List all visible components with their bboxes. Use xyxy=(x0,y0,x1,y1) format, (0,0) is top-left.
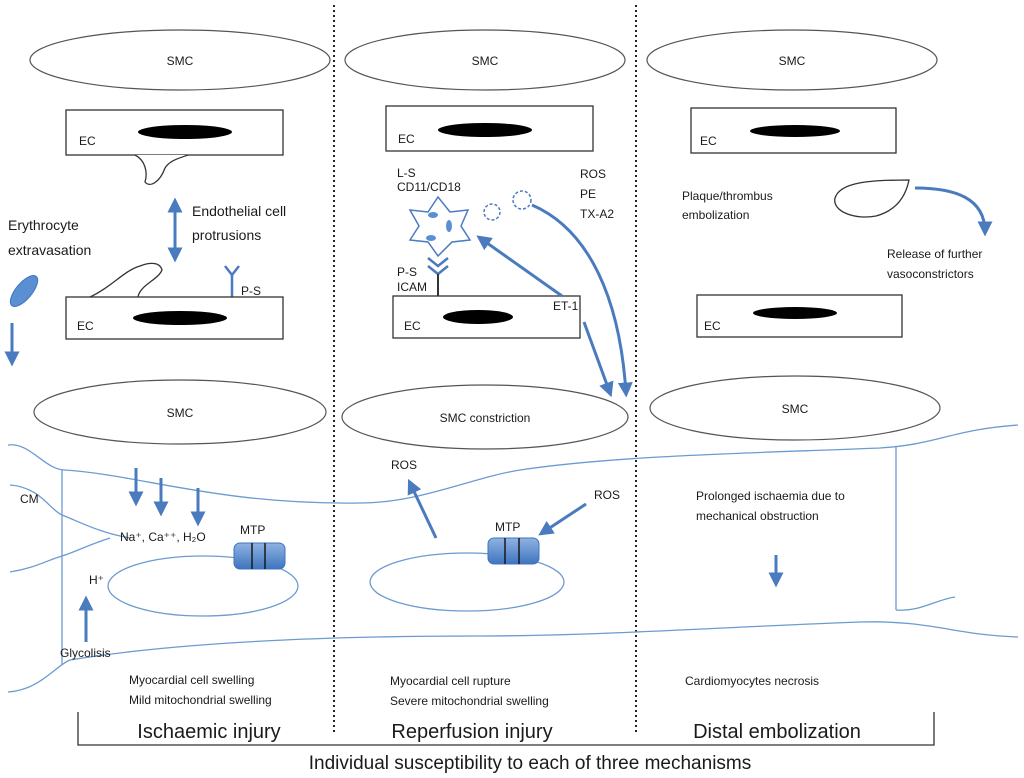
mtp-label-ischaemic: MTP xyxy=(240,523,265,537)
ps-label-reperfusion: P-S xyxy=(397,265,417,279)
prolonged-label-1: Prolonged ischaemia due to xyxy=(696,489,845,503)
cm-label: CM xyxy=(20,492,39,506)
p-selectin-icon xyxy=(224,265,240,278)
ec-top-distal-label: EC xyxy=(700,134,717,148)
reperfusion-effect-1: Myocardial cell rupture xyxy=(390,674,511,688)
ec-top-reperfusion-nucleus xyxy=(438,123,532,137)
ec-top-distal-nucleus xyxy=(750,125,840,137)
smc-top-ischaemic xyxy=(29,29,331,91)
smc-top-reperfusion-label: SMC xyxy=(472,54,499,68)
smc-bottom-distal-label: SMC xyxy=(782,402,809,416)
mtp-label-reperfusion: MTP xyxy=(495,520,520,534)
ps-label-ischaemic: P-S xyxy=(241,284,261,298)
selectin-receptor-icon xyxy=(427,257,449,276)
ec-bottom-ischaemic-label: EC xyxy=(77,319,94,333)
icam-label: ICAM xyxy=(397,280,427,294)
smc-top-ischaemic-label: SMC xyxy=(167,54,194,68)
distal-effect: Cardiomyocytes necrosis xyxy=(685,674,819,688)
ros-right-label: ROS xyxy=(594,488,620,502)
erythrocyte-label-1: Erythrocyte xyxy=(8,217,79,233)
ros-burst-icon-2 xyxy=(512,190,532,210)
erythrocyte-shape xyxy=(9,275,39,307)
mtp-channel-reperfusion xyxy=(487,537,540,565)
smc-top-distal xyxy=(646,29,938,91)
distal-footer: Distal embolization xyxy=(693,721,861,743)
ec-bottom-reperfusion-label: EC xyxy=(404,319,421,333)
mtp-channel-ischaemic xyxy=(233,542,286,570)
cardiomyocyte-membrane xyxy=(7,424,1019,693)
ischaemic-effect-2: Mild mitochondrial swelling xyxy=(129,693,272,707)
erythrocyte-label-2: extravasation xyxy=(8,242,91,258)
leukocyte-icon xyxy=(408,195,472,258)
smc-bottom-distal xyxy=(649,375,941,441)
smc-constriction-label: SMC constriction xyxy=(440,411,531,425)
h-plus-label: H⁺ xyxy=(89,573,104,587)
et1-label: ET-1 xyxy=(553,299,579,313)
txa2-label: TX-A2 xyxy=(580,207,614,221)
endothelial-protrusion-bottom xyxy=(89,262,163,298)
ec-bottom-reperfusion-nucleus xyxy=(443,310,513,324)
smc-bottom-ischaemic-label: SMC xyxy=(167,406,194,420)
ros-burst-icon-1 xyxy=(483,203,501,221)
plaque-label-2: embolization xyxy=(682,208,749,222)
smc-constriction xyxy=(341,384,629,450)
ls-label: L-S xyxy=(397,166,416,180)
release-label-2: vasoconstrictors xyxy=(887,267,974,281)
ischaemic-footer: Ischaemic injury xyxy=(137,721,280,743)
mitochondrion-reperfusion xyxy=(369,552,565,612)
release-arrow xyxy=(914,186,993,237)
ischaemic-effect-1: Myocardial cell swelling xyxy=(129,673,254,687)
embolus-shape xyxy=(834,179,910,218)
ec-bottom-distal-label: EC xyxy=(704,319,721,333)
smc-bottom-ischaemic xyxy=(33,379,327,445)
protrusions-label-1: Endothelial cell xyxy=(192,203,286,219)
ros-in-arrow xyxy=(538,502,587,536)
glycolysis-label: Glycolisis xyxy=(60,646,111,660)
et1-to-leukocyte-arrow xyxy=(476,235,563,298)
ros-left-label: ROS xyxy=(391,458,417,472)
cd-label: CD11/CD18 xyxy=(397,180,461,194)
et1-to-smc-arrow xyxy=(582,321,614,398)
reperfusion-effect-2: Severe mitochondrial swelling xyxy=(390,694,549,708)
ros-to-smc-arrow xyxy=(531,203,633,398)
plaque-label-1: Plaque/thrombus xyxy=(682,189,773,203)
mitochondrion-ischaemic xyxy=(107,555,299,617)
ec-top-ischaemic-label: EC xyxy=(79,134,96,148)
smc-top-reperfusion xyxy=(344,29,626,91)
ros-out-arrow xyxy=(407,478,438,539)
ec-bottom-ischaemic-nucleus xyxy=(133,311,227,325)
endothelial-protrusion-top xyxy=(134,154,189,185)
ec-bottom-distal-nucleus xyxy=(753,307,837,319)
ec-top-ischaemic-nucleus xyxy=(138,125,232,139)
ros-top-label: ROS xyxy=(580,167,606,181)
pe-label: PE xyxy=(580,187,596,201)
prolonged-label-2: mechanical obstruction xyxy=(696,509,819,523)
ions-label: Na⁺, Ca⁺⁺, H₂O xyxy=(120,530,206,544)
bottom-bracket xyxy=(77,712,935,746)
reperfusion-footer: Reperfusion injury xyxy=(391,721,552,743)
smc-top-distal-label: SMC xyxy=(779,54,806,68)
ec-top-reperfusion-label: EC xyxy=(398,132,415,146)
bottom-title: Individual susceptibility to each of thr… xyxy=(309,753,752,774)
release-label-1: Release of further xyxy=(887,247,982,261)
protrusions-label-2: protrusions xyxy=(192,227,261,243)
